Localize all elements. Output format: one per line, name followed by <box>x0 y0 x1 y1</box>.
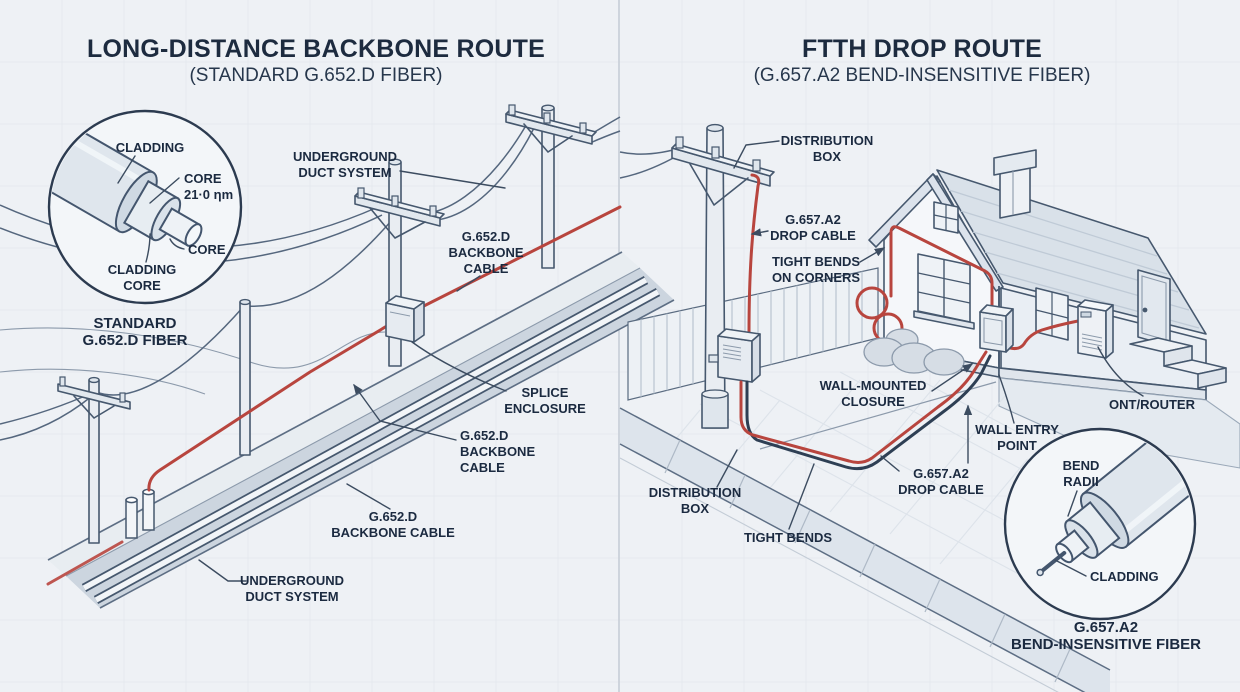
front-window <box>913 253 975 330</box>
inset-caption-line1: G.657.A2 <box>1074 619 1138 636</box>
utility-pole-1 <box>57 376 131 544</box>
distribution-box <box>708 328 761 383</box>
inset-label-bend-line2: RADII <box>1063 474 1098 489</box>
right-title: FTTH DROP ROUTE <box>802 35 1042 63</box>
label-drop-cable-bottom-line1: G.657.A2 <box>913 466 969 481</box>
label-splice-line1: SPLICE <box>522 385 569 400</box>
inset-label-cladding: CLADDING <box>116 140 185 155</box>
bushes <box>863 328 965 376</box>
chimney <box>993 149 1037 219</box>
label-tight-bends-corners-line1: TIGHT BENDS <box>772 254 860 269</box>
drop-cable-pole <box>747 173 761 336</box>
inset-label-cladding2-line2: CORE <box>123 278 161 293</box>
inset-caption-line2: G.652.D FIBER <box>82 332 187 349</box>
door-knob <box>1142 307 1148 313</box>
inset-label-cladding2-line1: CLADDING <box>108 262 177 277</box>
cable-coil <box>855 286 889 320</box>
label-backbone-upper-line3: CABLE <box>464 261 509 276</box>
label-underground-duct-bottom-line1: UNDERGROUND <box>240 573 344 588</box>
right-subtitle: (G.657.A2 BEND-INSENSITIVE FIBER) <box>754 65 1091 86</box>
label-underground-duct-bottom-line2: DUCT SYSTEM <box>245 589 338 604</box>
fiber-inset-g657a2: BEND RADII CLADDING <box>1003 427 1197 621</box>
steps <box>1129 337 1227 389</box>
label-tight-bends: TIGHT BENDS <box>744 530 832 545</box>
drop-cable-ground <box>739 350 988 464</box>
duct-pipe <box>81 276 661 604</box>
inset-label-core-size: 21·0 ηm <box>184 187 233 202</box>
roof-fascia-right <box>926 173 1004 292</box>
label-backbone-low-line2: BACKBONE CABLE <box>331 525 455 540</box>
drop-cable-ground-duct <box>745 354 992 471</box>
label-backbone-upper-line1: G.652.D <box>462 229 510 244</box>
label-wall-entry-line2: POINT <box>997 438 1037 453</box>
sidewalk <box>619 407 1111 692</box>
label-backbone-mid-line2: BACKBONE <box>460 444 535 459</box>
backbone-cable-red <box>147 205 622 492</box>
attic-window <box>933 201 959 234</box>
backbone-cable-in-duct <box>46 540 124 586</box>
label-underground-duct-top-line2: DUCT SYSTEM <box>298 165 391 180</box>
left-title: LONG-DISTANCE BACKBONE ROUTE <box>87 35 545 63</box>
drop-cable-to-ont <box>1002 319 1080 351</box>
label-distribution-box-top-line1: DISTRIBUTION <box>781 133 873 148</box>
label-backbone-mid-line3: CABLE <box>460 460 505 475</box>
utility-pole-2 <box>239 298 251 456</box>
label-drop-cable-top-line1: G.657.A2 <box>785 212 841 227</box>
label-distribution-box-top-line2: BOX <box>813 149 842 164</box>
paved-apron <box>998 377 1240 469</box>
wall-mounted-closure <box>979 304 1014 353</box>
label-splice-line2: ENCLOSURE <box>504 401 586 416</box>
aerial-wires <box>0 116 621 441</box>
label-tight-bends-corners-line2: ON CORNERS <box>772 270 860 285</box>
label-backbone-upper-line2: BACKBONE <box>448 245 523 260</box>
left-labels: UNDERGROUND DUCT SYSTEM G.652.D BACKBONE… <box>198 149 586 604</box>
label-backbone-low-line1: G.652.D <box>369 509 417 524</box>
label-distribution-box-bottom-line1: DISTRIBUTION <box>649 485 741 500</box>
side-window <box>1035 287 1069 341</box>
right-panel: BEND RADII CLADDING G.657.A2 BEND-INSENS… <box>619 35 1240 692</box>
label-backbone-mid-line1: G.652.D <box>460 428 508 443</box>
inset-caption-line1: STANDARD <box>93 315 176 332</box>
left-subtitle: (STANDARD G.652.D FIBER) <box>189 65 442 86</box>
contour-line <box>0 368 206 395</box>
door <box>1137 269 1171 347</box>
inset-label-core: CORE <box>184 171 222 186</box>
duct-riser <box>125 488 155 539</box>
label-wall-closure-line2: CLOSURE <box>841 394 905 409</box>
inset-label-cladding: CLADDING <box>1090 569 1159 584</box>
inset-label-bend-line1: BEND <box>1063 458 1100 473</box>
label-drop-cable-top-line2: DROP CABLE <box>770 228 856 243</box>
label-drop-cable-bottom-line2: DROP CABLE <box>898 482 984 497</box>
underground-duct-trench <box>47 251 675 609</box>
label-wall-entry-line1: WALL ENTRY <box>975 422 1059 437</box>
inset-caption-line2: BEND-INSENSITIVE FIBER <box>1011 636 1201 653</box>
ont-router <box>1077 299 1114 359</box>
label-ont-router: ONT/ROUTER <box>1109 397 1196 412</box>
ont-display <box>1080 311 1092 318</box>
utility-pole-4 <box>505 104 597 269</box>
splice-enclosure <box>385 295 425 343</box>
box-latch <box>708 354 719 363</box>
label-wall-closure-line1: WALL-MOUNTED <box>820 378 927 393</box>
label-distribution-box-bottom-line2: BOX <box>681 501 710 516</box>
drop-cable-wall <box>889 225 994 308</box>
right-labels: DISTRIBUTION BOX G.657.A2 DROP CABLE TIG… <box>649 133 1196 545</box>
label-underground-duct-top-line1: UNDERGROUND <box>293 149 397 164</box>
roof-fascia-left <box>868 173 941 248</box>
inset-label-core2: CORE <box>188 242 226 257</box>
